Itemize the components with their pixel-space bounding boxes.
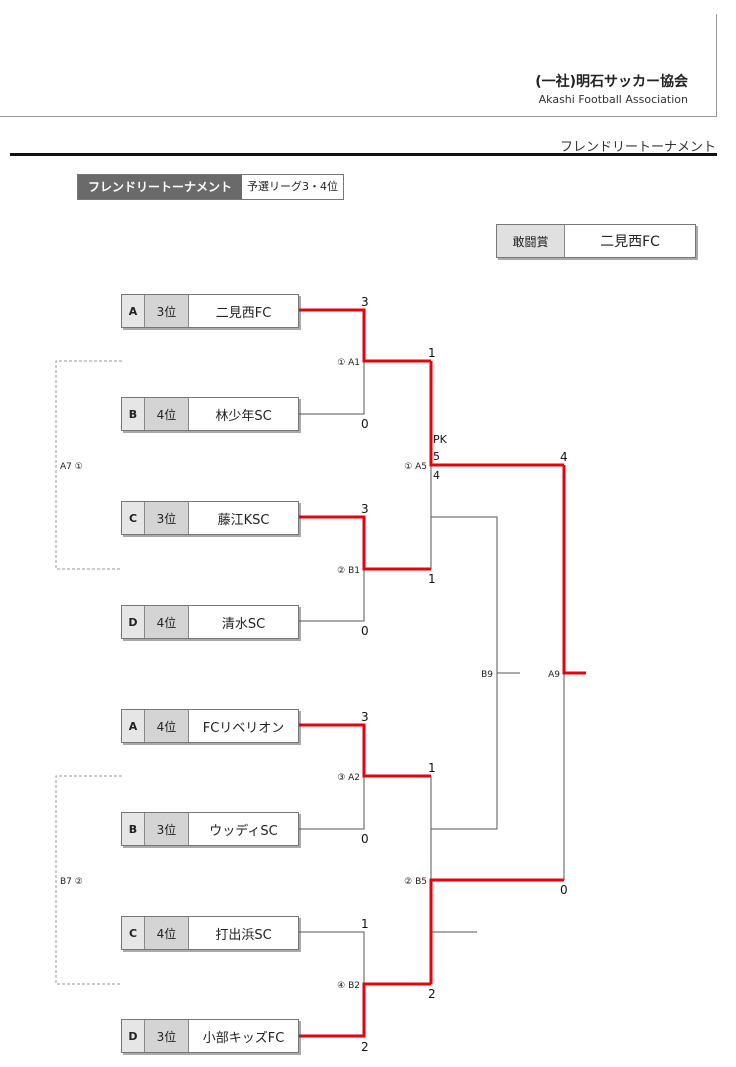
score: 0 <box>361 417 369 431</box>
bracket-line-winner <box>299 308 431 363</box>
team-box: A 4位 FCリベリオン <box>121 709 299 743</box>
team-name: 打出浜SC <box>215 927 272 943</box>
team-group: C <box>122 917 145 949</box>
team-box: C 4位 打出浜SC <box>121 916 299 950</box>
match-label: ③ A2 <box>337 773 360 783</box>
consolation-bracket-dashed <box>55 775 122 985</box>
consolation-bracket-dashed <box>55 360 122 570</box>
award-team: 二見西FC <box>600 234 660 250</box>
team-group: A <box>122 295 145 327</box>
bracket-line-winner <box>562 465 586 675</box>
bracket-line-loser <box>299 361 365 415</box>
bracket-line-winner <box>299 515 431 571</box>
team-group: B <box>122 813 145 845</box>
pk-score: 4 <box>433 469 440 482</box>
award-label: 敢闘賞 <box>497 225 565 257</box>
match-label: ④ B2 <box>337 981 360 991</box>
team-box: D 3位 小部キッズFC <box>121 1019 299 1053</box>
tournament-title-main: フレンドリートーナメント <box>78 175 243 199</box>
team-rank: 4位 <box>145 917 189 949</box>
match-label: ① A5 <box>404 462 427 472</box>
tournament-title-sub: 予選リーグ3・4位 <box>242 175 344 199</box>
team-name: 藤江KSC <box>217 512 270 528</box>
score: 2 <box>361 1040 369 1054</box>
team-box: A 3位 二見西FC <box>121 294 299 328</box>
team-name: ウッディSC <box>209 823 278 839</box>
match-label: B9 <box>481 670 493 680</box>
score: 1 <box>361 917 369 931</box>
score: 0 <box>560 883 568 897</box>
org-name: (一社)明石サッカー協会 <box>535 74 688 90</box>
consolation-label: B7 ② <box>60 877 83 887</box>
bracket-line-loser <box>299 569 365 622</box>
team-name: 清水SC <box>221 616 266 632</box>
bracket-line-winner <box>429 878 564 984</box>
score: 1 <box>428 761 436 775</box>
team-rank: 3位 <box>145 1020 189 1052</box>
score: 2 <box>428 987 436 1001</box>
page-subtitle: フレンドリートーナメント <box>559 140 716 155</box>
score: 3 <box>361 502 369 516</box>
team-rank: 4位 <box>145 606 189 638</box>
team-name: 林少年SC <box>215 408 272 424</box>
score: 4 <box>560 450 568 464</box>
team-name: 小部キッズFC <box>202 1030 285 1046</box>
team-group: D <box>122 606 145 638</box>
org-name-english: Akashi Football Association <box>538 93 688 106</box>
pk-score: 5 <box>433 450 440 463</box>
team-rank: 3位 <box>145 502 189 534</box>
team-name: FCリベリオン <box>202 720 285 736</box>
team-box: C 3位 藤江KSC <box>121 501 299 535</box>
score: 1 <box>428 346 436 360</box>
bracket-line-winner <box>299 723 431 778</box>
team-rank: 3位 <box>145 295 189 327</box>
pk-label: PK <box>433 433 448 446</box>
consolation-label: A7 ① <box>60 462 83 472</box>
match-label: ① A1 <box>337 358 360 368</box>
team-group: A <box>122 710 145 742</box>
header-box <box>0 14 717 117</box>
team-name: 二見西FC <box>215 305 272 321</box>
match-label: ② B5 <box>404 877 427 887</box>
team-box: B 3位 ウッディSC <box>121 812 299 846</box>
team-group: B <box>122 398 145 430</box>
team-rank: 4位 <box>145 710 189 742</box>
team-rank: 3位 <box>145 813 189 845</box>
score: 3 <box>361 710 369 724</box>
bracket-line-winner <box>299 982 431 1038</box>
bracket-lines <box>55 308 586 1038</box>
score: 3 <box>361 295 369 309</box>
team-rank: 4位 <box>145 398 189 430</box>
bracket-line-loser <box>299 931 365 984</box>
fighting-spirit-award: 敢闘賞 二見西FC <box>496 224 696 258</box>
bracket-line-winner <box>429 361 564 467</box>
bracket-line-loser <box>299 776 365 830</box>
score: 0 <box>361 832 369 846</box>
team-group: C <box>122 502 145 534</box>
team-group: D <box>122 1020 145 1052</box>
header-divider <box>10 153 717 156</box>
match-label: A9 <box>548 670 560 680</box>
match-label: ② B1 <box>337 566 360 576</box>
team-box: B 4位 林少年SC <box>121 397 299 431</box>
team-box: D 4位 清水SC <box>121 605 299 639</box>
score: 1 <box>428 572 436 586</box>
tournament-title: フレンドリートーナメント 予選リーグ3・4位 <box>77 174 345 200</box>
score: 0 <box>361 624 369 638</box>
